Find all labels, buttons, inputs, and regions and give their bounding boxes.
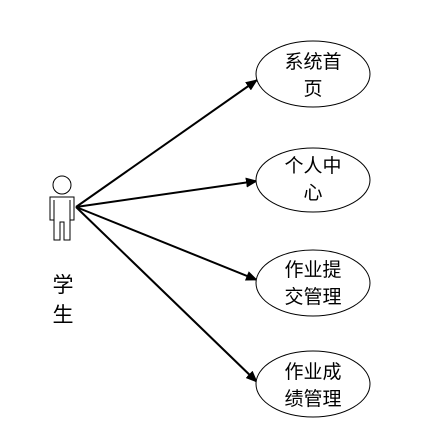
use-case-personal-center[interactable]: 个人中 心 xyxy=(255,147,371,213)
use-case-label-line2: 心 xyxy=(303,182,322,204)
use-case-label-line2: 绩管理 xyxy=(284,388,341,410)
use-case-label-line2: 交管理 xyxy=(284,286,341,308)
use-case-label-line2: 页 xyxy=(303,78,322,100)
use-case-homepage[interactable]: 系统首 页 xyxy=(255,40,371,108)
actor-head xyxy=(52,175,72,195)
use-case-label-line1: 作业提 xyxy=(284,259,341,281)
use-case-homework-grades[interactable]: 作业成 绩管理 xyxy=(255,350,371,418)
use-case-ellipse xyxy=(255,147,371,213)
use-case-ellipse xyxy=(255,249,371,317)
use-case-label-line1: 个人中 xyxy=(284,155,341,177)
actor-label-line2: 生 xyxy=(53,303,74,327)
actor-student xyxy=(49,175,75,241)
association-arrow-homework-submission xyxy=(75,206,258,281)
use-case-label-line1: 作业成 xyxy=(284,361,341,383)
actor-label-line1: 学 xyxy=(53,273,74,297)
use-case-ellipse xyxy=(255,40,371,108)
use-case-label-line1: 系统首 xyxy=(284,51,341,73)
association-arrow-homework-grades xyxy=(75,206,258,383)
association-arrow-homepage xyxy=(75,79,258,208)
association-arrow-personal-center xyxy=(75,177,258,208)
use-case-homework-submission[interactable]: 作业提 交管理 xyxy=(255,249,371,317)
use-case-ellipse xyxy=(255,350,371,418)
